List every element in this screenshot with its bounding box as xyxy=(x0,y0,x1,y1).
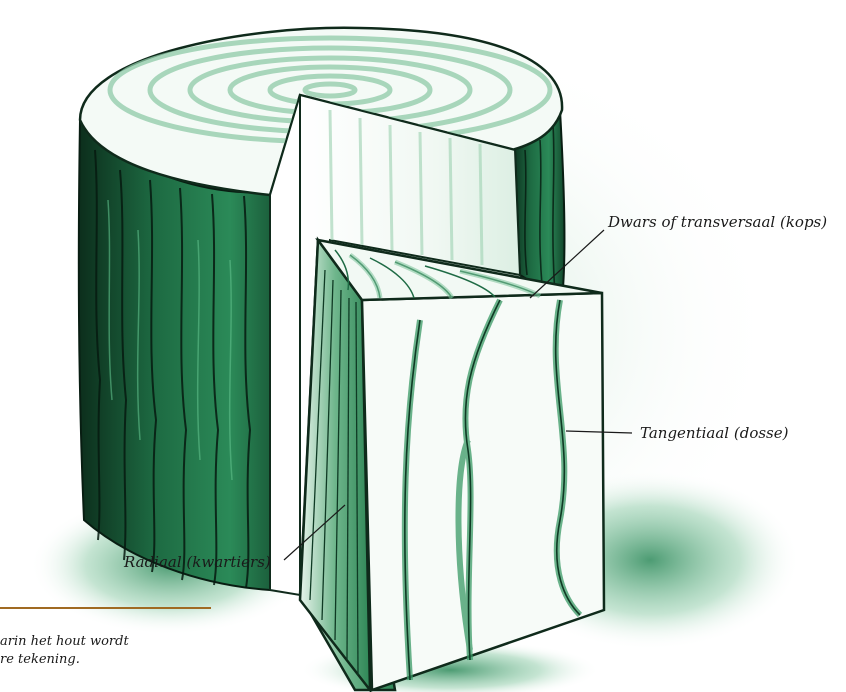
caption-line-2: re tekening. xyxy=(0,651,200,669)
label-transverse: Dwars of transversaal (kops) xyxy=(608,213,827,231)
label-tangential: Tangentiaal (dosse) xyxy=(640,424,788,442)
label-radial: Radiaal (kwartiers) xyxy=(124,553,271,571)
caption-divider xyxy=(0,607,211,609)
caption-line-1: arin het hout wordt xyxy=(0,633,200,651)
figure-caption: arin het hout wordt re tekening. xyxy=(0,633,200,669)
